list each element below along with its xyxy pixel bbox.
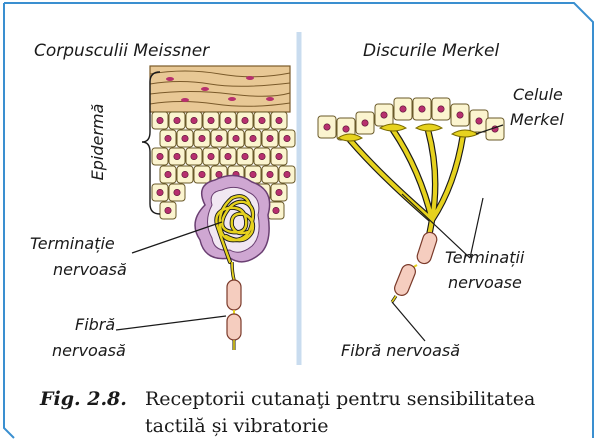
nerve-fiber-leader-right <box>392 302 425 341</box>
cell-nucleus <box>191 153 197 159</box>
cell-nucleus <box>259 153 265 159</box>
nerve-endings-label-1: Terminații <box>445 248 525 267</box>
cell-nucleus <box>273 207 279 213</box>
cell-nucleus <box>174 117 180 123</box>
figure-caption: Fig. 2.8. Receptorii cutanaţi pentru sen… <box>39 388 535 437</box>
cell-nucleus <box>225 117 231 123</box>
cell-nucleus <box>276 153 282 159</box>
cell-nucleus <box>199 135 205 141</box>
meissner-corpuscle <box>195 175 270 262</box>
cell-nucleus <box>400 106 406 112</box>
nerve-fiber-leader-left <box>116 316 226 330</box>
cell-nucleus <box>476 118 482 124</box>
cell-nucleus <box>242 153 248 159</box>
meissner-nerve-fiber <box>227 262 241 350</box>
cell-nucleus <box>174 153 180 159</box>
cell-nucleus <box>157 117 163 123</box>
nerve-fiber-label-right: Fibră nervoasă <box>341 341 460 360</box>
cell-nucleus <box>182 171 188 177</box>
caption-line-1: Receptorii cutanaţi pentru sensibilitate… <box>145 388 535 410</box>
caption-line-2: tactilă și vibratorie <box>145 415 329 437</box>
nerve-ending-label-1: Terminație <box>30 234 115 253</box>
merkel-nerve-fiber <box>392 231 439 302</box>
cell-nucleus <box>267 135 273 141</box>
cell-nucleus <box>165 207 171 213</box>
cell-nucleus <box>276 189 282 195</box>
keratin-layer <box>150 66 290 112</box>
merkel-illustration <box>318 98 504 341</box>
cell-nucleus <box>419 106 425 112</box>
caption-figure-number: Fig. 2.8. <box>39 388 127 410</box>
meissner-title: Corpusculii Meissner <box>34 41 210 61</box>
cell-nucleus <box>165 135 171 141</box>
nerve-fiber-label-left-1: Fibră <box>75 315 115 334</box>
nerve-endings-label-2: nervoase <box>448 273 522 292</box>
merkel-title: Discurile Merkel <box>363 41 500 61</box>
cell-nucleus <box>216 135 222 141</box>
cell-nucleus <box>157 189 163 195</box>
epidermis-label: Epidermă <box>88 104 107 181</box>
cell-nucleus <box>284 171 290 177</box>
cell-nucleus <box>182 135 188 141</box>
merkel-cells-label-1: Celule <box>513 85 563 104</box>
cell-nucleus <box>438 106 444 112</box>
cell-nucleus <box>343 126 349 132</box>
cell-nucleus <box>208 153 214 159</box>
cell-nucleus <box>267 171 273 177</box>
cell-nucleus <box>284 135 290 141</box>
cell-nucleus <box>225 153 231 159</box>
nerve-ending-label-2: nervoasă <box>53 260 127 279</box>
cell-nucleus <box>208 117 214 123</box>
merkel-cells-label-2: Merkel <box>510 110 564 129</box>
merkel-nerve-branches <box>350 130 463 240</box>
cell-nucleus <box>233 135 239 141</box>
cell-nucleus <box>324 124 330 130</box>
cell-nucleus <box>250 171 256 177</box>
nerve-fiber-label-left-2: nervoasă <box>52 341 126 360</box>
cell-nucleus <box>250 135 256 141</box>
cell-nucleus <box>174 189 180 195</box>
cell-nucleus <box>276 117 282 123</box>
meissner-illustration: Epidermă <box>88 66 295 350</box>
cell-nucleus <box>242 117 248 123</box>
cell-nucleus <box>457 112 463 118</box>
cell-nucleus <box>191 117 197 123</box>
cell-nucleus <box>259 117 265 123</box>
cell-nucleus <box>199 171 205 177</box>
cell-nucleus <box>381 112 387 118</box>
cell-nucleus <box>362 120 368 126</box>
cell-nucleus <box>157 153 163 159</box>
cell-nucleus <box>165 171 171 177</box>
